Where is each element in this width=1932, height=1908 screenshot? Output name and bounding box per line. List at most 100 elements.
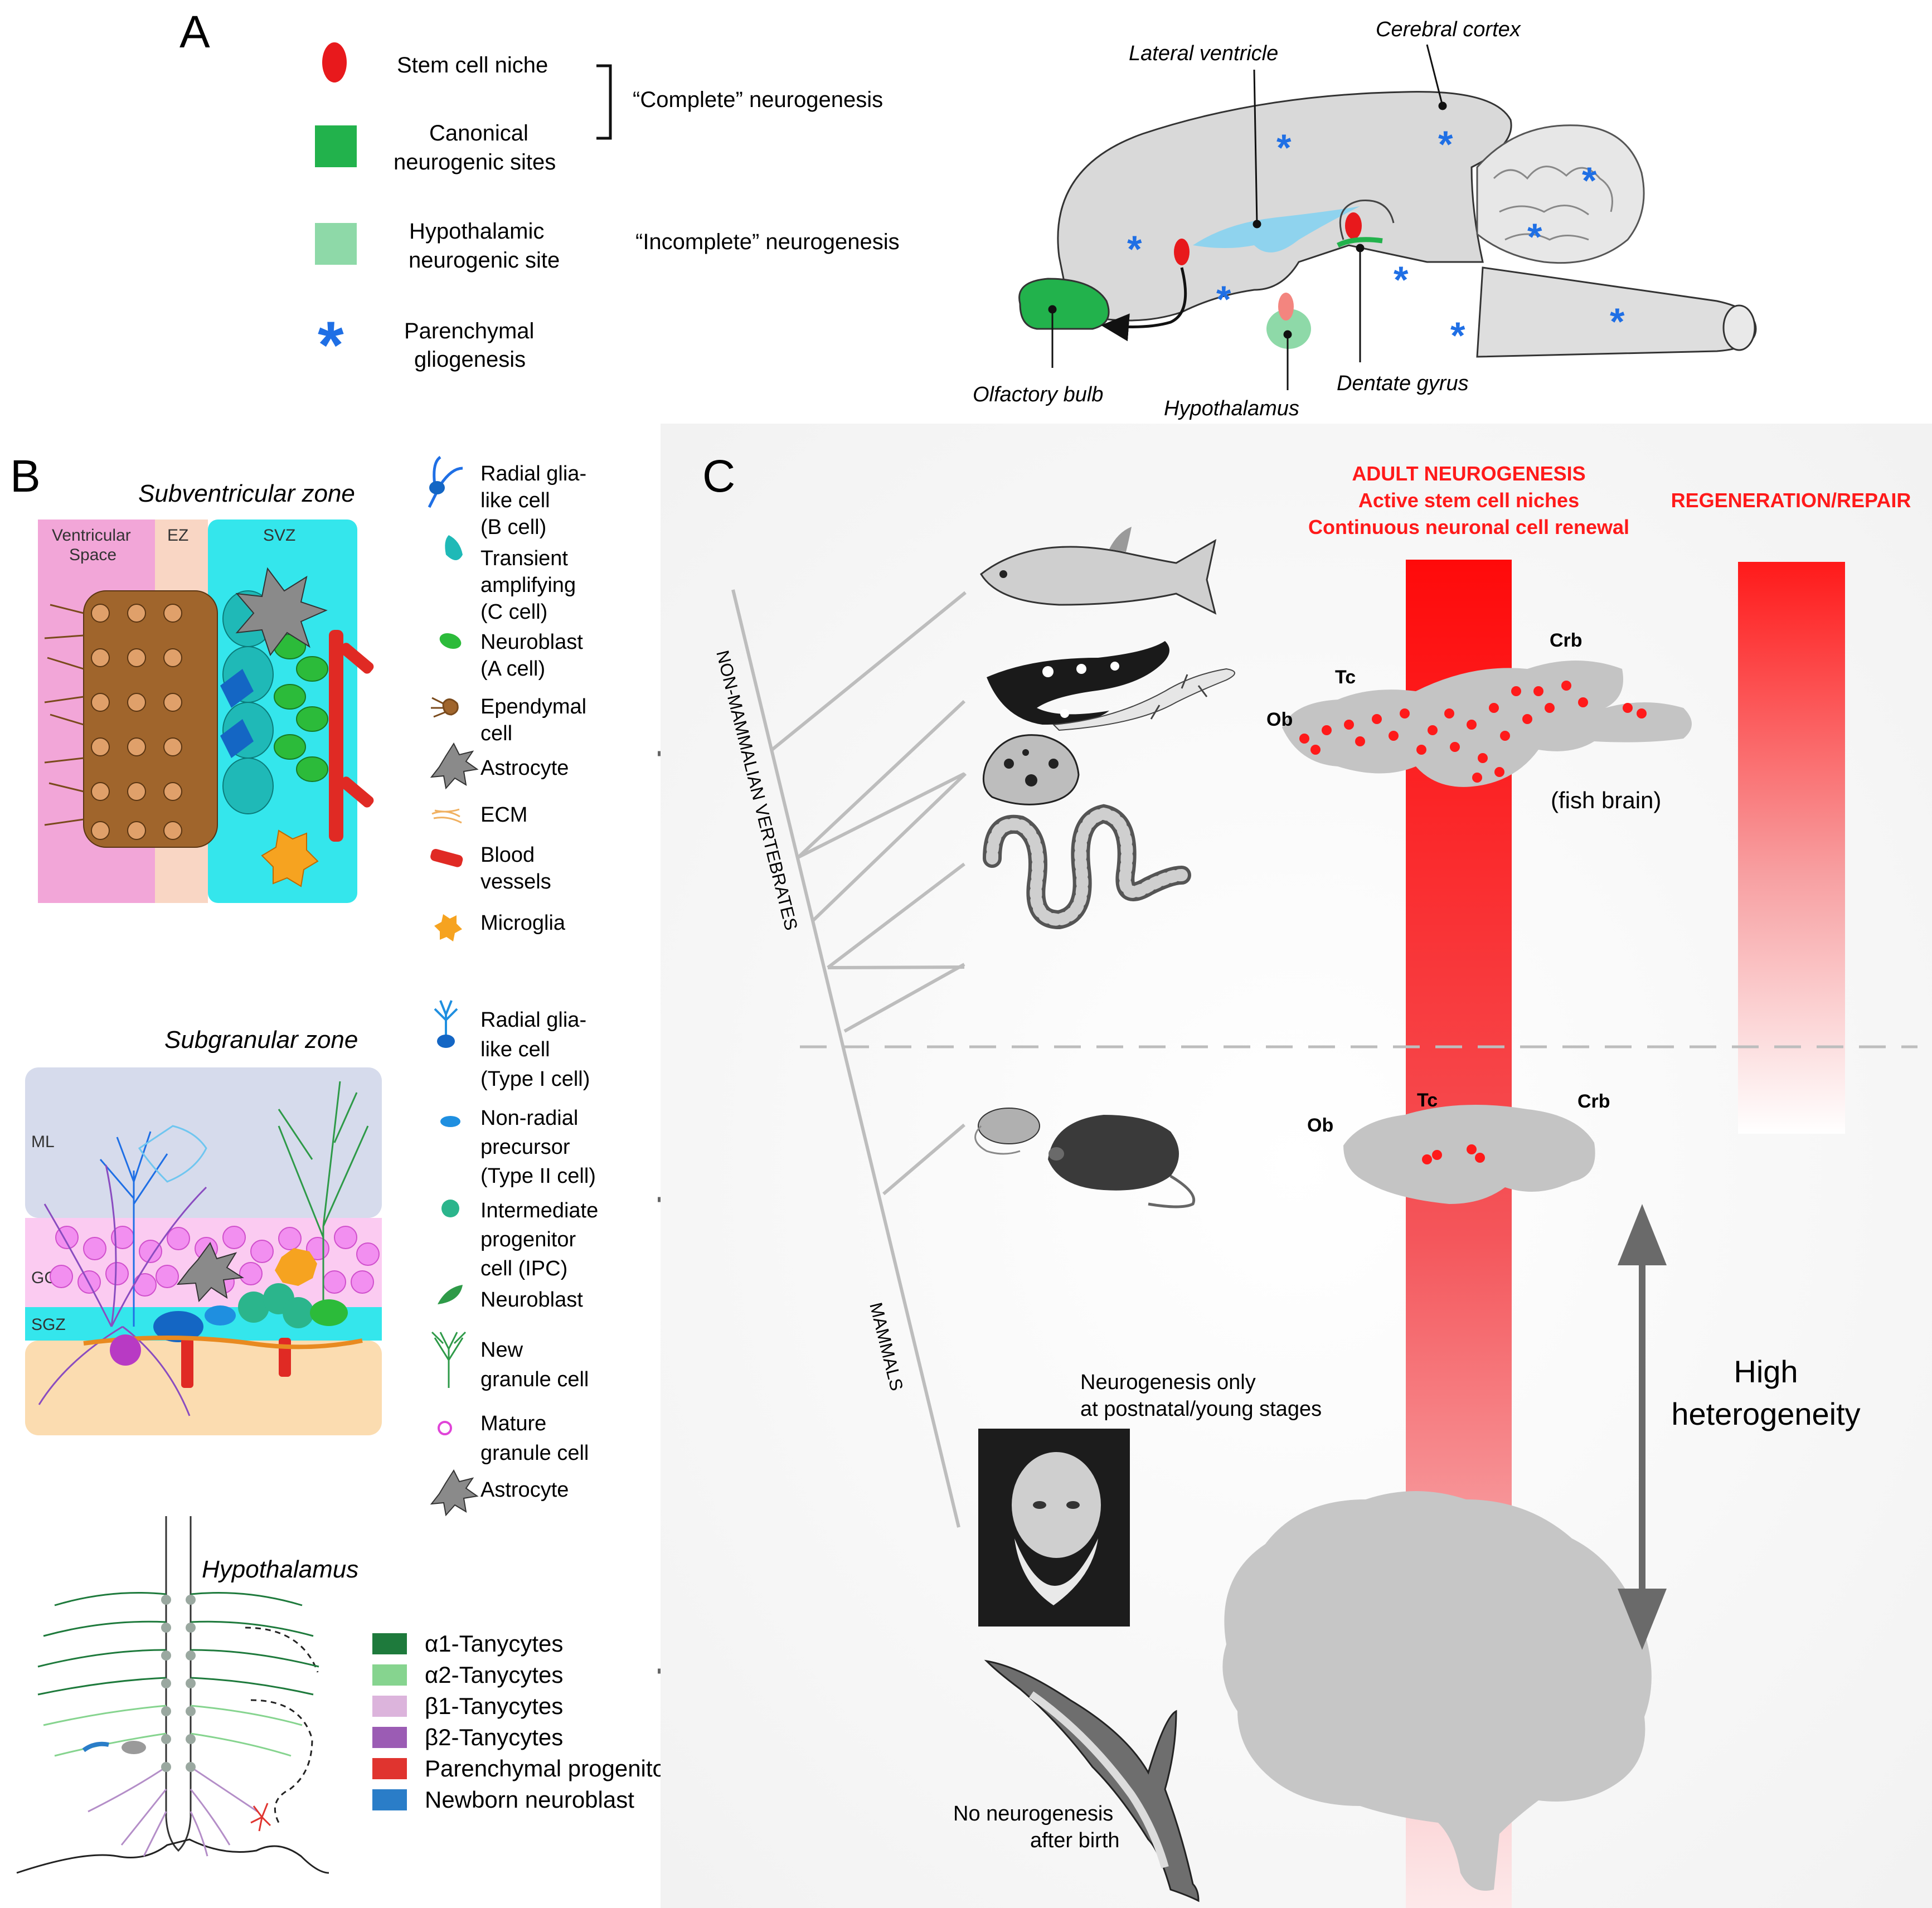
a-cells <box>274 634 328 782</box>
panel-b-letter: B <box>10 451 41 502</box>
leader-lines <box>1048 44 1447 390</box>
svz-legend-microglia: Microglia <box>480 911 566 935</box>
hilus-region <box>25 1341 382 1435</box>
svz-legend-radial-1: Radial glia- <box>480 462 586 486</box>
mature-granule-cell-icon <box>438 1421 452 1435</box>
hippocampus-outline <box>1339 200 1395 240</box>
complete-bracket <box>596 64 612 140</box>
sgz-legend-ipc-2: progenitor <box>480 1228 576 1251</box>
neuroblast-icon <box>439 633 462 649</box>
parenchymal-progenitor <box>250 1803 271 1832</box>
median-eminence-outline <box>16 1838 329 1874</box>
fish-brain-crb: Crb <box>1550 630 1583 651</box>
svz-title: Subventricular zone <box>138 480 355 507</box>
alpha1-tanycytes <box>37 1592 319 1696</box>
dolphin-illustration <box>984 1659 1200 1902</box>
mouse-brain-crb: Crb <box>1577 1091 1610 1112</box>
blood-vessel-icon <box>430 848 463 867</box>
frog-illustration <box>982 734 1080 805</box>
sgz-legend-nonradial-1: Non-radial <box>480 1106 578 1130</box>
sgz-ipc-cells <box>238 1283 314 1328</box>
svz-legend-transient-1: Transient <box>480 547 568 570</box>
sgz-legend-new-granule-1: New <box>480 1338 523 1362</box>
alpha1-swatch <box>372 1633 407 1654</box>
fish-illustration <box>980 527 1217 615</box>
sgz-legend-ipc-1: Intermediate <box>480 1199 598 1222</box>
sgz-neuroblast-cell <box>310 1299 348 1326</box>
svz-stem-niche <box>1174 239 1190 265</box>
svz-astrocyte <box>235 567 328 657</box>
blood-vessel <box>329 630 374 842</box>
gliogenesis-asterisk-icon: * <box>1610 300 1625 343</box>
new-granule-cell-icon <box>431 1331 467 1388</box>
svz-legend-transient-3: (C cell) <box>480 600 547 624</box>
fish-brain-tc: Tc <box>1335 667 1356 688</box>
gliogenesis-asterisk-icon: * <box>1127 228 1142 270</box>
beta1-swatch <box>372 1696 407 1717</box>
rat-illustration <box>1048 1115 1195 1208</box>
header-regeneration: REGENERATION/REPAIR <box>1671 489 1911 512</box>
hypothalamic-site <box>1266 309 1311 349</box>
legend-parenchymal-1: Parenchymal <box>404 319 534 343</box>
svz-legend-neuroblast-1: Neuroblast <box>480 630 583 654</box>
hypothalamus-outline-dashed <box>245 1627 319 1823</box>
legend-complete: “Complete” neurogenesis <box>633 88 883 112</box>
legend-neuroblast: Newborn neuroblast <box>425 1786 634 1813</box>
salamander-illustration <box>987 641 1169 725</box>
svz-legend-blood-2: vessels <box>480 870 551 894</box>
hypothalamic-niche <box>1278 293 1294 321</box>
ventricular-label-2: Space <box>69 546 116 564</box>
type1-radial-glia-body-icon <box>437 1035 455 1048</box>
ventricular-label-1: Ventricular <box>52 526 131 545</box>
olfactory-bulb <box>1018 278 1110 330</box>
human-brain <box>1222 1491 1652 1891</box>
gliogenesis-asterisk-icon: * <box>1438 123 1453 166</box>
human-portrait <box>978 1429 1130 1627</box>
fish-brain: Ob Tc Crb (fish brain) <box>1266 630 1692 813</box>
svz-microglia <box>261 829 319 887</box>
type1-radial-glia-icon <box>434 1000 458 1037</box>
gliogenesis-asterisk-icon: * <box>1394 259 1409 301</box>
sgz-legend-mature-1: Mature <box>480 1412 546 1435</box>
heterogeneity-arrow <box>1618 1204 1667 1650</box>
ipc-icon <box>441 1200 459 1217</box>
svz-legend-ependymal-1: Ependymal <box>480 695 586 718</box>
legend-parenchymal-2: gliogenesis <box>414 347 526 372</box>
panel-b: B Subventricular zone Ventricular Space … <box>10 451 861 1874</box>
fish-brain-neurogenic-spots <box>1299 681 1647 783</box>
sgz-astrocyte-icon <box>430 1469 479 1517</box>
hypothalamus-title: Hypothalamus <box>202 1556 358 1583</box>
gliogenesis-asterisk-icon: * <box>1276 127 1292 169</box>
legend-stem-niche: Stem cell niche <box>397 53 548 77</box>
legend-alpha2: α2-Tanycytes <box>425 1662 563 1688</box>
stem-niche-swatch <box>322 42 347 82</box>
label-dentate-gyrus: Dentate gyrus <box>1337 372 1469 395</box>
sgz-neuroblast-icon <box>438 1285 463 1304</box>
brainstem-cap <box>1722 304 1756 351</box>
heterogeneity-label-1: High <box>1734 1354 1798 1389</box>
panel-a-letter: A <box>179 7 210 57</box>
type2-precursor-icon <box>440 1116 460 1127</box>
svz-legend-ecm: ECM <box>480 803 527 827</box>
sgz-label: SGZ <box>31 1315 66 1334</box>
legend-canonical-1: Canonical <box>429 121 528 145</box>
svz-legend: Radial glia- like cell (B cell) Transien… <box>428 455 586 941</box>
alpha2-tanycytes <box>43 1705 303 1757</box>
transient-amplifying-icon <box>445 535 463 560</box>
sgz-microglia <box>275 1248 317 1286</box>
legend-canonical-2: neurogenic sites <box>394 150 556 174</box>
header-neurogenesis-2: Active stem cell niches <box>1358 489 1579 512</box>
svz-section: Subventricular zone Ventricular Space EZ… <box>38 480 374 903</box>
sgz-legend-astrocyte: Astrocyte <box>480 1478 569 1502</box>
alpha2-swatch <box>372 1664 407 1686</box>
fish-brain-caption: (fish brain) <box>1551 787 1661 813</box>
label-lateral-ventricle: Lateral ventricle <box>1129 42 1278 65</box>
ecm-icon <box>431 808 462 824</box>
fish-brain-ob: Ob <box>1266 709 1293 730</box>
sgz-legend-ipc-3: cell (IPC) <box>480 1257 567 1280</box>
ml-label: ML <box>31 1133 55 1151</box>
beta2-swatch <box>372 1727 407 1748</box>
gliogenesis-asterisk-icon: * <box>1216 278 1231 321</box>
third-ventricle <box>165 1516 192 1852</box>
